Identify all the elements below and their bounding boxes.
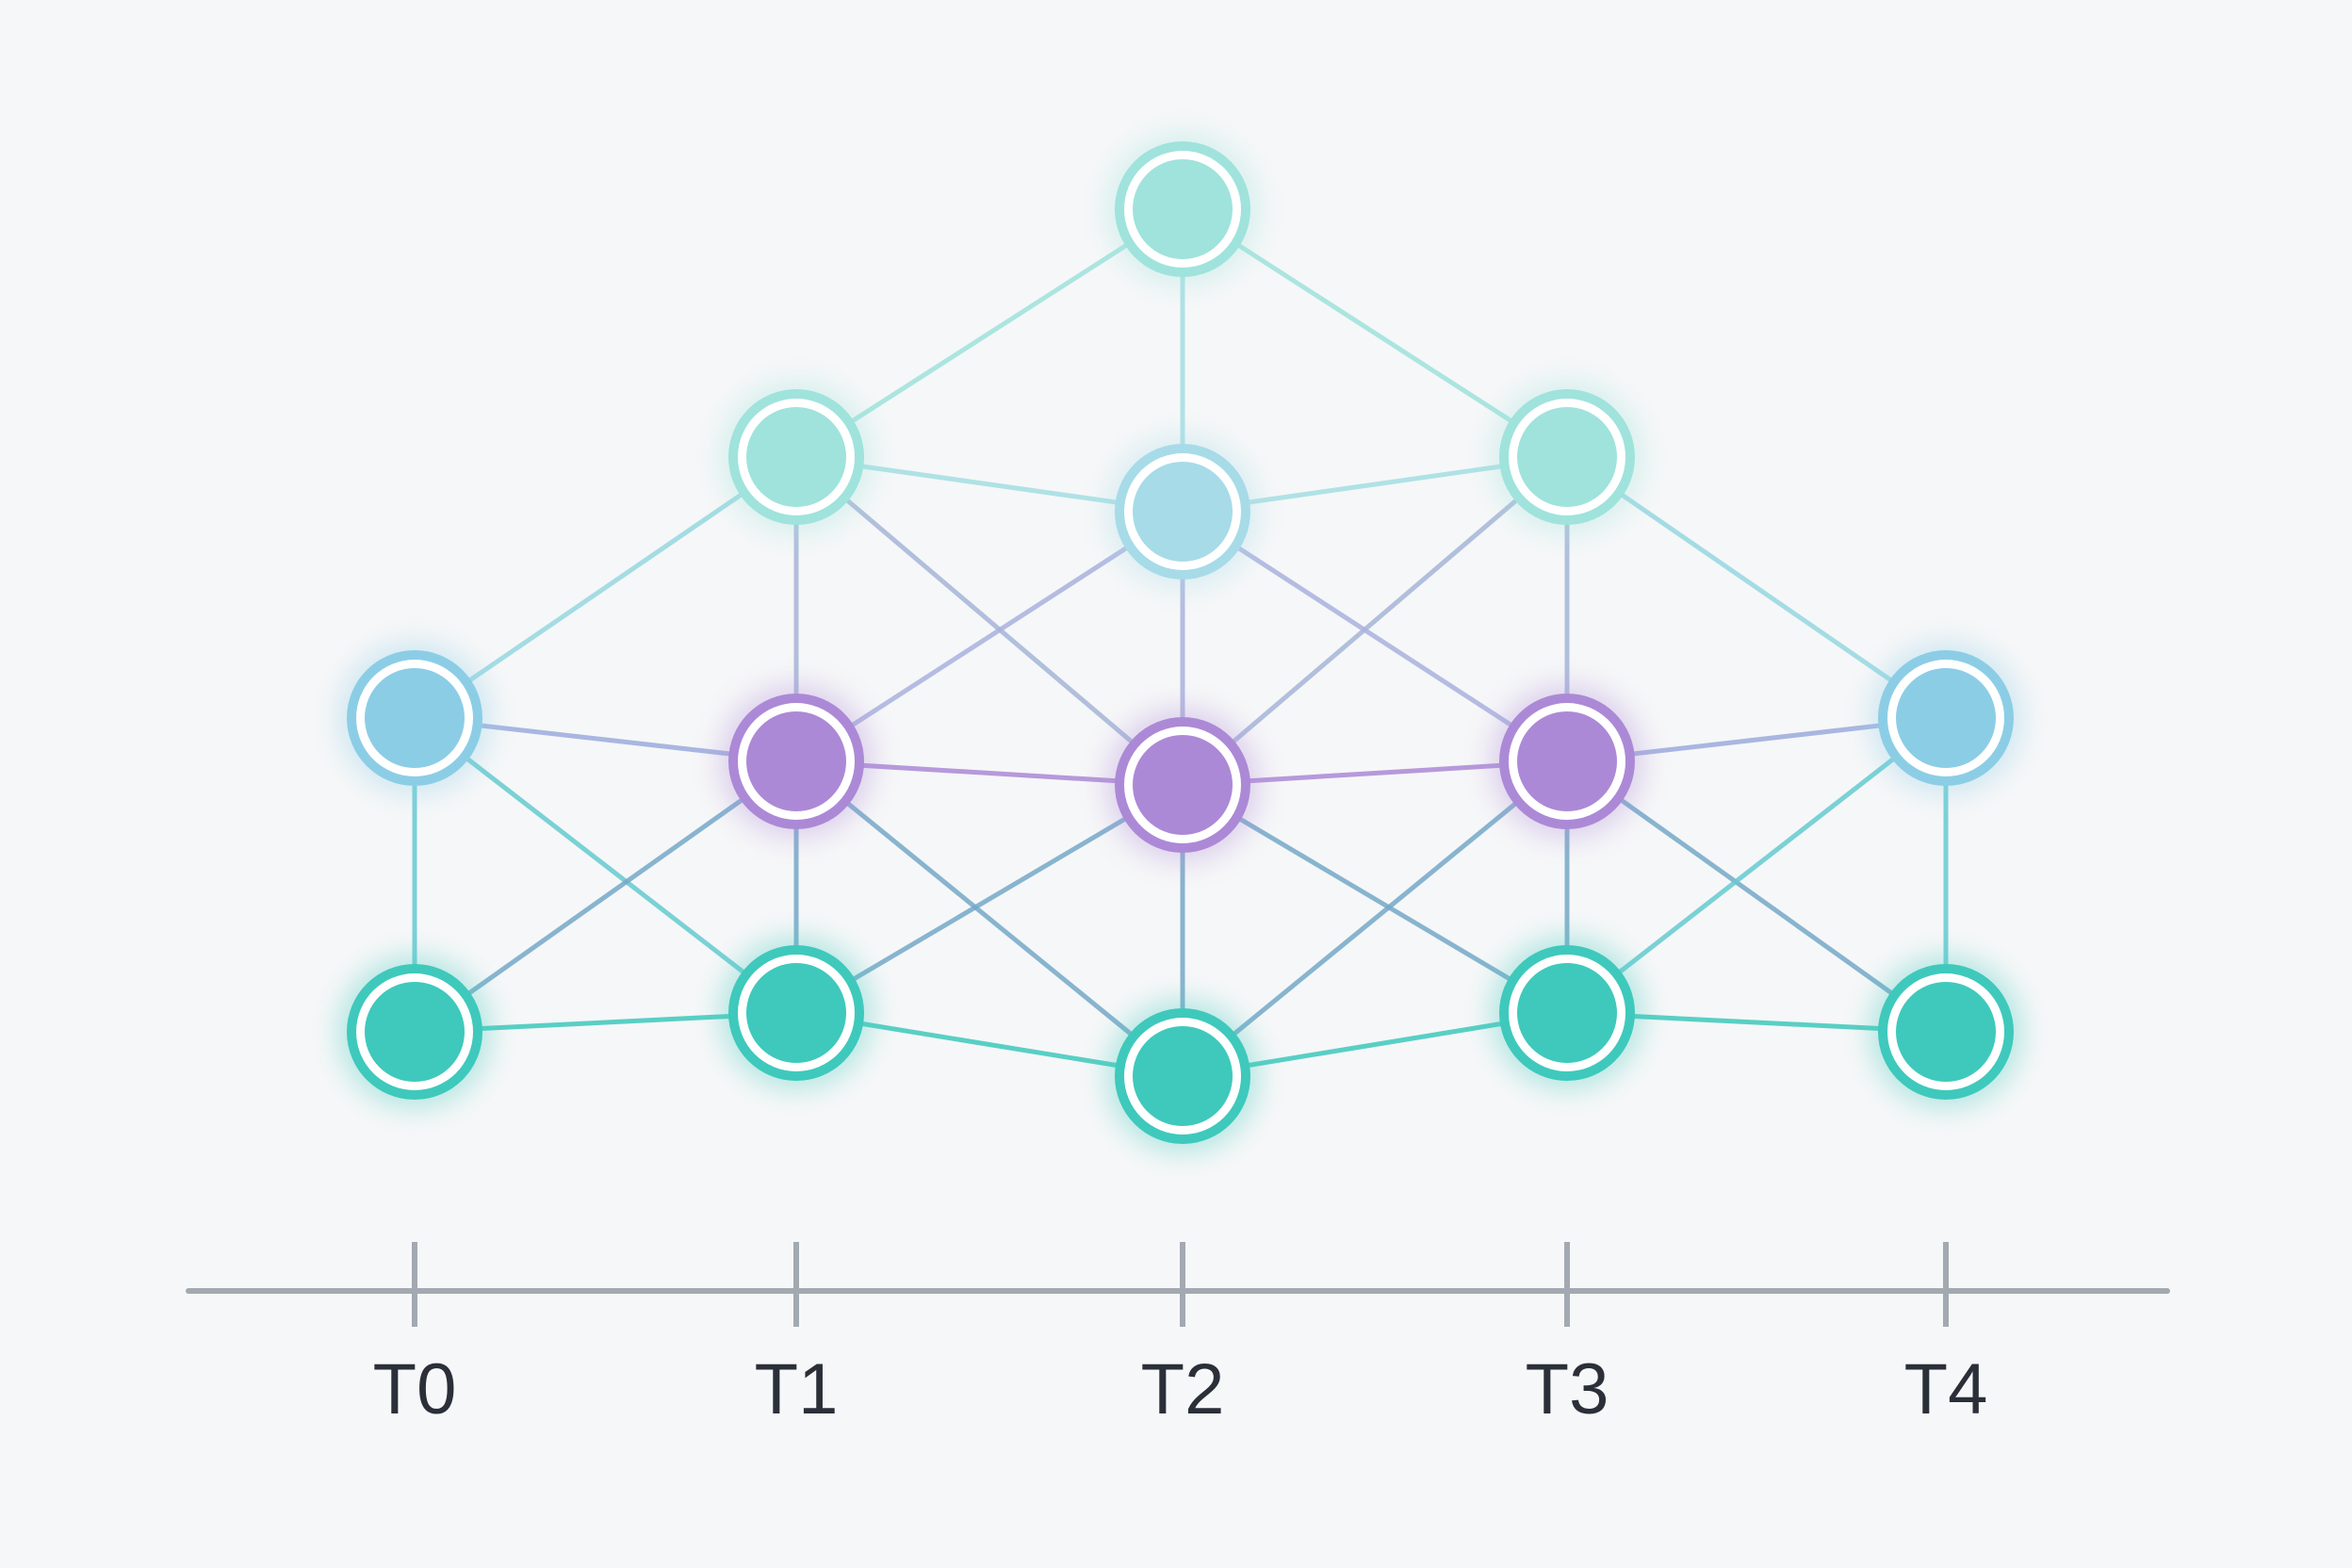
node-mid (1115, 444, 1250, 580)
node-t3b (1499, 945, 1635, 1081)
node-t3m (1499, 694, 1635, 829)
tick-label-t4: T4 (1904, 1349, 1988, 1429)
node-core (1133, 462, 1233, 562)
node-core (1517, 963, 1617, 1063)
node-t4m (1878, 650, 2014, 786)
edge-t4m-t3b (1564, 715, 1949, 1016)
node-t0b (347, 964, 482, 1100)
node-core (1133, 735, 1233, 835)
node-core (1517, 407, 1617, 507)
edge-t0m-t1b (412, 715, 799, 1016)
nodes-layer (347, 141, 2014, 1144)
node-core (1896, 668, 1996, 768)
timeline-axis: T0 T1 T2 T3 T4 (186, 1242, 2170, 1429)
edge-t1m-t0b (412, 759, 799, 1035)
edge-t3m-t2b (1180, 759, 1570, 1079)
node-core (365, 982, 465, 1082)
node-core (365, 668, 465, 768)
node-t1m (728, 694, 864, 829)
node-core (746, 407, 846, 507)
node-core (1517, 711, 1617, 811)
node-core (1133, 1026, 1233, 1126)
edge-t3u-cen (1180, 454, 1570, 788)
edge-t1m-t2b (793, 759, 1185, 1079)
edges-layer (412, 206, 1949, 1079)
node-t3u (1499, 389, 1635, 525)
node-t2b (1115, 1008, 1250, 1144)
node-top (1115, 141, 1250, 277)
node-core (1896, 982, 1996, 1082)
node-core (1133, 159, 1233, 259)
tick-label-t1: T1 (755, 1349, 839, 1429)
edge-t1u-cen (793, 454, 1185, 788)
node-t1b (728, 945, 864, 1081)
tick-label-t3: T3 (1526, 1349, 1609, 1429)
node-t0m (347, 650, 482, 786)
node-cen (1115, 717, 1250, 853)
node-t1u (728, 389, 864, 525)
tick-label-t0: T0 (373, 1349, 457, 1429)
node-core (746, 711, 846, 811)
tick-label-t2: T2 (1141, 1349, 1225, 1429)
node-core (746, 963, 846, 1063)
node-t4b (1878, 964, 2014, 1100)
edge-t3m-t4b (1564, 759, 1949, 1035)
